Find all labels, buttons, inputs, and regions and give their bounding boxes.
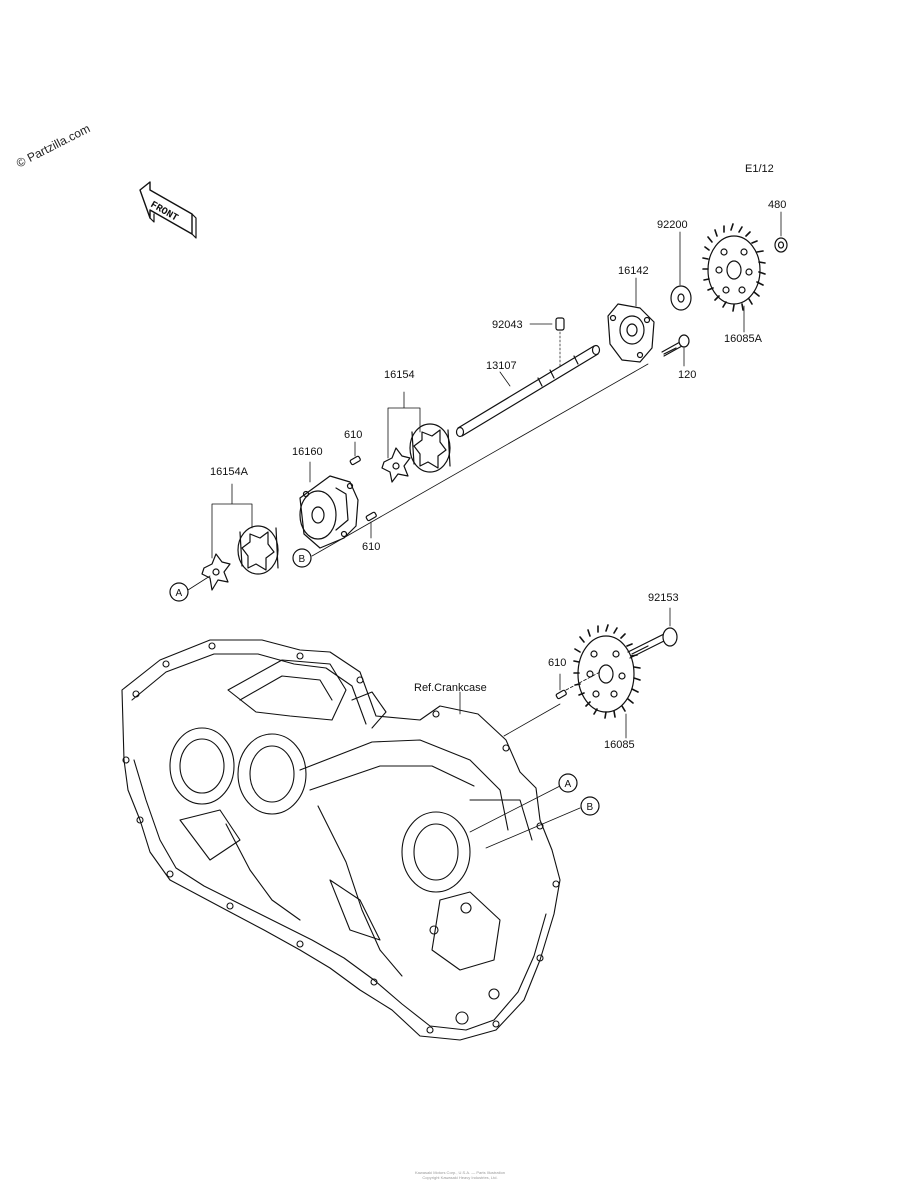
pump-cover-16142-icon	[607, 303, 655, 363]
part-label-92200: 92200	[657, 219, 688, 231]
part-label-13107: 13107	[486, 360, 517, 372]
part-label-92153: 92153	[648, 592, 679, 604]
washer-92200-icon	[670, 285, 692, 311]
diagram-code: E1/12	[745, 163, 774, 175]
rotor-16154-icon	[381, 423, 451, 483]
crankcase-icon	[121, 639, 561, 1041]
pin-92043-icon	[555, 317, 565, 331]
shaft-13107-icon	[455, 344, 601, 438]
svg-text:B: B	[587, 802, 594, 813]
bolt-120-icon	[661, 334, 690, 357]
pin-610-upper-icon	[349, 455, 361, 466]
part-label-92043: 92043	[492, 319, 523, 331]
svg-text:A: A	[565, 779, 572, 790]
pin-610-sprocket-icon	[555, 689, 567, 700]
part-label-16160: 16160	[292, 446, 323, 458]
svg-text:A: A	[176, 588, 183, 599]
sprocket-16085A-icon	[702, 223, 766, 312]
part-label-610-sprocket: 610	[548, 657, 567, 669]
part-label-610-lower: 610	[362, 541, 381, 553]
front-arrow-icon: FRONT	[139, 181, 197, 239]
rotor-16154A-icon	[201, 525, 279, 591]
callout-b-top: B	[292, 548, 312, 568]
sprocket-16085-icon	[573, 624, 641, 719]
footer-line-1: Kawasaki Motors Corp., U.S.A. — Parts Il…	[414, 1170, 506, 1175]
callout-b-case: B	[580, 796, 600, 816]
part-label-610-upper: 610	[344, 429, 363, 441]
callout-a-top: A	[169, 582, 189, 602]
bolt-92153-icon	[627, 627, 678, 659]
part-label-16085A: 16085A	[724, 333, 762, 345]
part-label-16142: 16142	[618, 265, 649, 277]
part-label-16154A: 16154A	[210, 466, 248, 478]
callout-a-case: A	[558, 773, 578, 793]
part-label-480: 480	[768, 199, 787, 211]
circlip-480-icon	[774, 237, 788, 253]
svg-text:B: B	[299, 554, 306, 565]
footer-copyright: Kawasaki Motors Corp., U.S.A. — Parts Il…	[350, 1170, 570, 1180]
part-label-120: 120	[678, 369, 697, 381]
part-label-16085: 16085	[604, 739, 635, 751]
footer-line-2: Copyright Kawasaki Heavy Industries, Ltd…	[422, 1175, 498, 1180]
pin-610-lower-icon	[365, 511, 377, 522]
pump-body-16160-icon	[299, 475, 359, 549]
ref-crankcase-label: Ref.Crankcase	[414, 682, 487, 694]
part-label-16154: 16154	[384, 369, 415, 381]
